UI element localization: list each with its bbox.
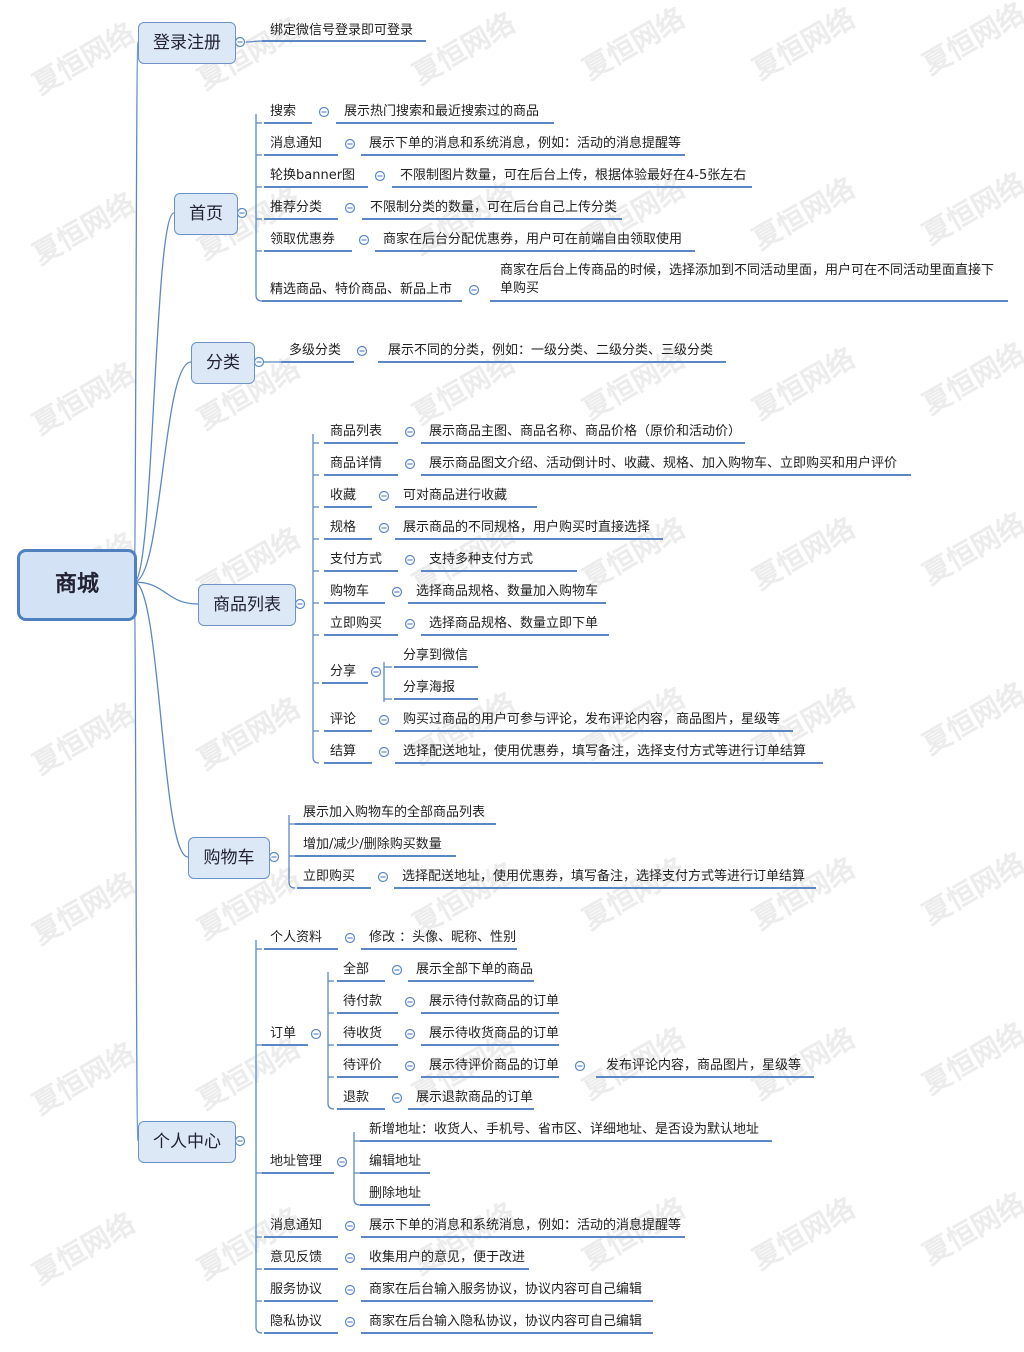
share-option: 分享海报	[403, 680, 456, 695]
order-item-label: 退款	[343, 1090, 370, 1105]
profile-item-label: 地址管理	[270, 1154, 323, 1169]
bracket-branch	[353, 1198, 361, 1206]
products-item-label: 支付方式	[330, 552, 383, 567]
address-item: 删除地址	[369, 1186, 422, 1201]
products-item-label: 商品列表	[330, 424, 383, 439]
home-item-desc: 不限制分类的数量，可在后台自己上传分类	[370, 200, 618, 215]
profile-item-desc: 商家在后台输入服务协议，协议内容可自己编辑	[369, 1282, 643, 1297]
branch-home: 首页	[174, 193, 238, 235]
profile-item-desc: 修改 ：头像、昵称、性别	[369, 930, 517, 945]
products-item-label: 分享	[330, 664, 357, 679]
home-item-label: 搜索	[270, 104, 297, 119]
products-item-desc: 选择配送地址，使用优惠券，填写备注，选择支付方式等进行订单结算	[403, 744, 807, 759]
bracket-branch	[312, 756, 320, 764]
profile-item-desc: 商家在后台输入隐私协议，协议内容可自己编辑	[369, 1314, 643, 1329]
branch-cart: 购物车	[188, 837, 270, 879]
order-item-desc: 展示全部下单的商品	[416, 962, 534, 977]
home-item-label: 推荐分类	[270, 200, 323, 215]
bracket-branch	[288, 881, 296, 889]
products-item-desc: 展示商品主图、商品名称、商品价格（原价和活动价）	[429, 424, 742, 439]
address-item: 新增地址：收货人、手机号、省市区、详细地址、是否设为默认地址	[369, 1122, 760, 1137]
branch-connector	[133, 581, 139, 1142]
home-item-desc: 展示下单的消息和系统消息，例如：活动的消息提醒等	[369, 136, 682, 151]
products-item-label: 收藏	[330, 488, 357, 503]
profile-item-label: 订单	[270, 1026, 297, 1041]
branch-connector	[245, 40, 263, 43]
products-item-label: 商品详情	[330, 456, 383, 471]
products-item-desc: 展示商品的不同规格，用户购买时直接选择	[403, 520, 651, 535]
bracket-branch	[255, 1326, 263, 1334]
address-item: 编辑地址	[369, 1154, 422, 1169]
profile-item-label: 服务协议	[270, 1282, 323, 1297]
products-item-desc: 购买过商品的用户可参与评论，发布评论内容，商品图片，星级等	[403, 712, 781, 727]
cart-item-label: 增加/减少/删除购买数量	[303, 837, 442, 852]
login-item: 绑定微信号登录即可登录	[270, 23, 414, 38]
home-item-label: 领取优惠券	[270, 232, 336, 247]
branch-login: 登录注册	[138, 22, 236, 64]
order-item-label: 全部	[343, 962, 370, 977]
order-item-label: 待评价	[343, 1058, 383, 1073]
order-item-desc: 展示待付款商品的订单	[429, 994, 560, 1009]
profile-item-label: 个人资料	[270, 930, 323, 945]
home-item-desc: 不限制图片数量，可在后台上传，根据体验最好在4-5张左右	[400, 168, 747, 183]
products-item-label: 规格	[330, 520, 357, 535]
order-item-label: 待付款	[343, 994, 383, 1009]
branch-category: 分类	[191, 342, 255, 384]
home-item-label: 轮换banner图	[270, 168, 356, 183]
profile-item-desc: 展示下单的消息和系统消息，例如：活动的消息提醒等	[369, 1218, 682, 1233]
share-option: 分享到微信	[403, 648, 469, 663]
order-item-desc: 展示待评价商品的订单	[429, 1058, 560, 1073]
branch-profile: 个人中心	[138, 1121, 236, 1163]
home-item-desc: 展示热门搜索和最近搜索过的商品	[344, 104, 540, 119]
home-item-desc: 商家在后台分配优惠券，用户可在前端自由领取使用	[383, 232, 683, 247]
cart-item-desc: 选择配送地址，使用优惠券，填写备注，选择支付方式等进行订单结算	[402, 869, 806, 884]
branch-connector	[133, 581, 199, 605]
profile-item-label: 隐私协议	[270, 1314, 323, 1329]
branch-connector	[133, 41, 139, 583]
products-item-desc: 支持多种支付方式	[429, 552, 534, 567]
bracket-branch	[255, 294, 263, 302]
cart-item-label: 展示加入购物车的全部商品列表	[303, 805, 486, 820]
products-item-desc: 展示商品图文介绍、活动倒计时、收藏、规格、加入购物车、立即购买和用户评价	[429, 456, 898, 471]
home-item-desc: 商家在后台上传商品的时候，选择添加到不同活动里面，用户可在不同活动里面直接下单购…	[500, 263, 995, 296]
profile-item-label: 意见反馈	[270, 1250, 323, 1265]
order-item-desc: 展示退款商品的订单	[416, 1090, 534, 1105]
products-item-label: 结算	[330, 744, 357, 759]
products-item-label: 评论	[330, 712, 357, 727]
category-item-desc: 展示不同的分类，例如：一级分类、二级分类、三级分类	[388, 343, 714, 358]
order-item-label: 待收货	[343, 1026, 383, 1041]
products-item-label: 购物车	[330, 584, 370, 599]
products-item-desc: 可对商品进行收藏	[403, 488, 508, 503]
profile-item-desc: 收集用户的意见，便于改进	[369, 1250, 526, 1265]
home-item-label: 消息通知	[270, 136, 323, 151]
branch-connector	[133, 581, 189, 858]
products-item-desc: 选择商品规格、数量加入购物车	[416, 584, 599, 599]
profile-item-label: 消息通知	[270, 1218, 323, 1233]
branch-connector	[133, 361, 192, 583]
branch-products: 商品列表	[198, 584, 296, 626]
cart-item-label: 立即购买	[303, 869, 356, 884]
category-item-label: 多级分类	[289, 343, 342, 358]
branch-connector	[133, 212, 175, 583]
order-item-desc: 展示待收货商品的订单	[429, 1026, 560, 1041]
bracket-branch	[327, 1102, 335, 1110]
root-node: 商城	[17, 549, 137, 621]
products-item-label: 立即购买	[330, 616, 383, 631]
order-item-extra: 发布评论内容，商品图片，星级等	[606, 1058, 802, 1073]
products-item-desc: 选择商品规格、数量立即下单	[429, 616, 599, 631]
home-item-label: 精选商品、特价商品、新品上市	[270, 282, 453, 297]
